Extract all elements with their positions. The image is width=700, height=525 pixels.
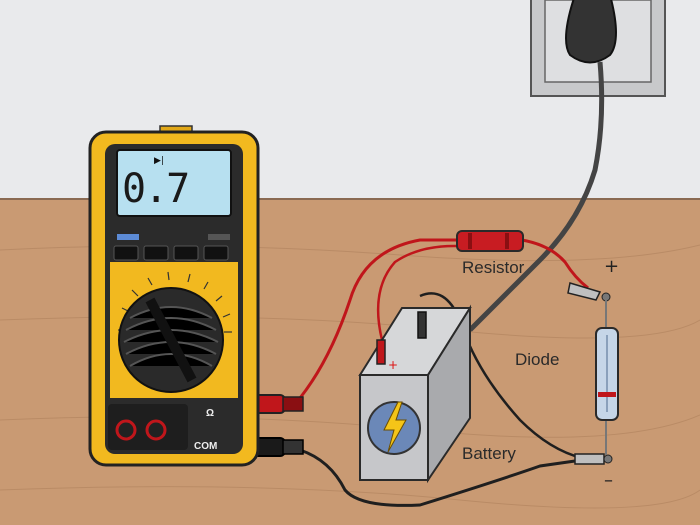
negative-sign: –	[604, 470, 613, 491]
diode	[595, 297, 619, 455]
lcd-screen	[116, 149, 232, 217]
positive-sign: +	[604, 256, 620, 277]
diode-label: Diode	[515, 350, 560, 369]
button-4[interactable]	[203, 245, 229, 261]
button-2[interactable]	[143, 245, 169, 261]
plug	[565, 0, 617, 64]
battery-plus-sign: +	[388, 358, 399, 372]
diode-mode-icon: ▶|	[154, 156, 164, 166]
bottom-alligator-clip	[574, 453, 613, 465]
button-3[interactable]	[173, 245, 199, 261]
battery	[358, 304, 472, 484]
lightning-icon	[383, 401, 407, 453]
wall-socket	[530, 0, 666, 97]
black-lead-wire	[299, 448, 583, 507]
negative-terminal	[417, 311, 427, 339]
jack-ma[interactable]	[145, 419, 167, 441]
lcd-reading: 0.7	[122, 166, 190, 212]
button-1[interactable]	[113, 245, 139, 261]
multimeter	[88, 125, 260, 467]
resistor	[456, 230, 524, 252]
power-cord	[468, 61, 605, 332]
positive-terminal	[376, 339, 386, 365]
jack-a[interactable]	[115, 419, 137, 441]
com-jack-label: COM	[194, 441, 218, 452]
ohm-jack-label: Ω	[206, 408, 215, 419]
battery-label: Battery	[462, 444, 516, 463]
resistor-label: Resistor	[462, 258, 525, 277]
red-lead-wire	[298, 238, 458, 399]
